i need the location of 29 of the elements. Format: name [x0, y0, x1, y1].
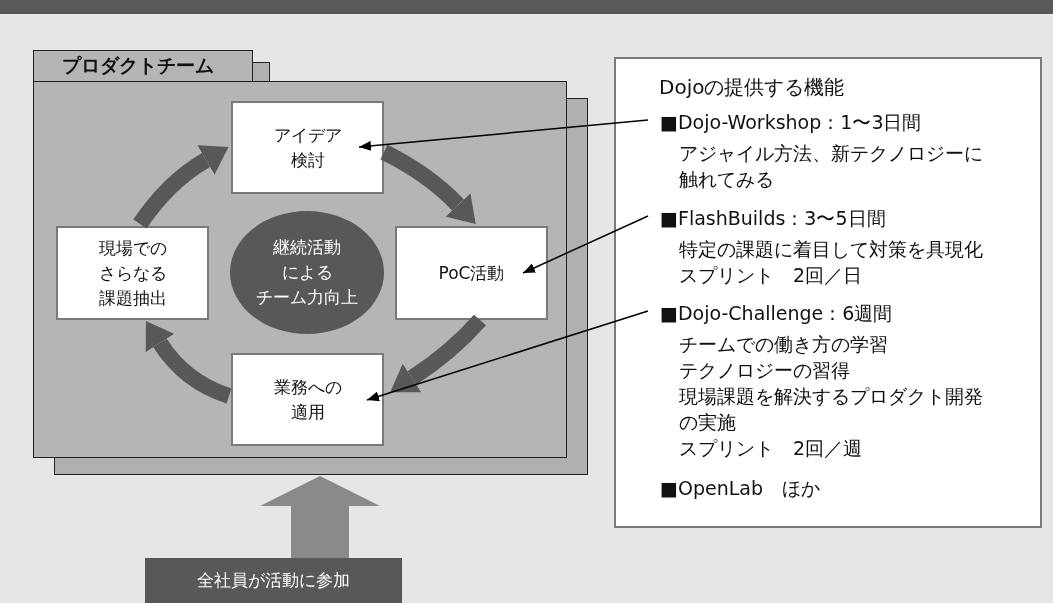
- leader-arrow: [358, 119, 649, 151]
- cycle-arrow: [380, 144, 477, 224]
- process-box: アイデア検討: [231, 101, 384, 194]
- list-item: ■OpenLab ほか: [660, 476, 820, 501]
- panel-heading: Dojoの提供する機能: [659, 74, 845, 101]
- item-description: 現場課題を解決するプロダクト開発の実施: [678, 384, 984, 435]
- cycle-arrow: [133, 145, 229, 229]
- process-box: 業務への適用: [231, 353, 384, 446]
- center-ellipse: 継続活動によるチーム力向上: [230, 211, 384, 334]
- item-description: アジャイル方法、新テクノロジーに触れてみる: [678, 141, 984, 192]
- item-heading: ■Dojo-Workshop：1〜3日間: [660, 110, 923, 135]
- item-description: スプリント 2回／日: [678, 263, 864, 288]
- item-description: スプリント 2回／週: [678, 436, 864, 461]
- item-heading: ■FlashBuilds：3〜5日間: [660, 206, 887, 231]
- item-heading: ■Dojo-Challenge：6週間: [660, 301, 894, 326]
- leader-arrow: [366, 310, 649, 402]
- item-description: テクノロジーの習得: [678, 358, 851, 383]
- team-panel: [33, 81, 567, 458]
- item-description: 特定の課題に着目して対策を具現化: [678, 237, 984, 262]
- process-box: 現場でのさらなる課題抽出: [56, 226, 209, 320]
- label-box: 全社員が活動に参加: [145, 558, 402, 603]
- leader-arrow: [522, 215, 649, 274]
- block-arrow: [260, 476, 380, 558]
- item-description: チームでの働き方の学習: [678, 332, 889, 357]
- process-box: PoC活動: [395, 226, 548, 320]
- panel-tab: プロダクトチーム: [33, 50, 253, 82]
- cycle-arrow: [145, 321, 232, 404]
- info-panel: [614, 57, 1042, 528]
- cycle-arrow: [390, 314, 486, 393]
